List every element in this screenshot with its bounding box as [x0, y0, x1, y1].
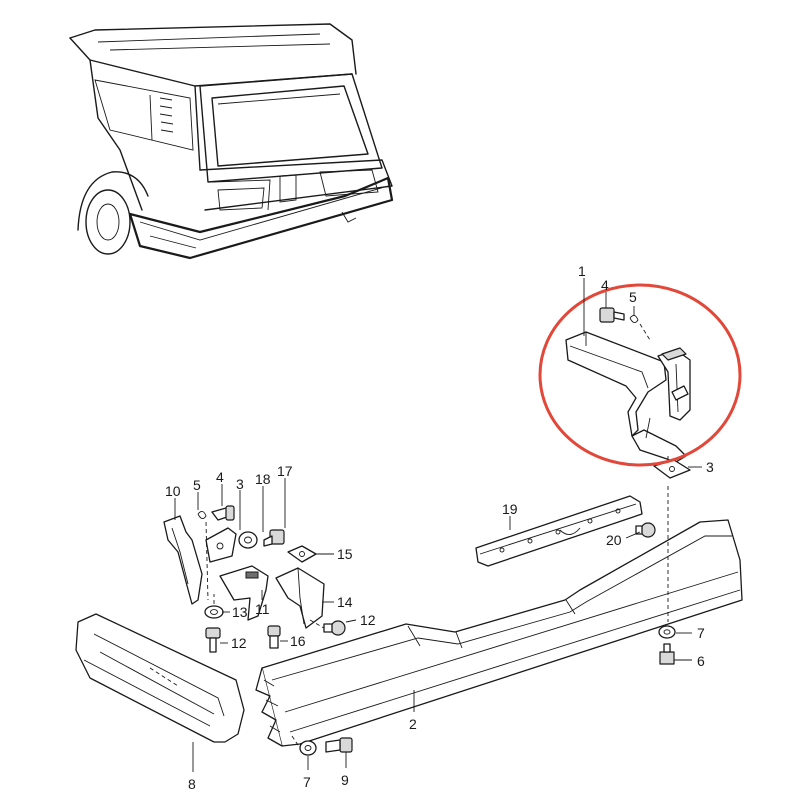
callout-7: 7 [303, 774, 311, 790]
callout-13: 13 [232, 604, 248, 620]
callout-6: 6 [697, 653, 705, 669]
callout-11: 11 [255, 601, 270, 617]
callout-1: 1 [578, 263, 586, 279]
highlighted-bracket-part-1 [565, 307, 691, 479]
left-bracket-assembly [163, 505, 346, 653]
callout-16: 16 [290, 633, 306, 649]
callout-10: 10 [165, 483, 181, 499]
leader-lines [174, 278, 702, 772]
callout-8: 8 [188, 776, 196, 792]
callout-17: 17 [277, 463, 293, 479]
callout-20: 20 [606, 532, 622, 548]
callout-12: 12 [231, 635, 247, 651]
callout-5: 5 [629, 289, 637, 305]
callout-labels: 1 4 5 3 10 5 4 3 18 17 15 19 20 13 11 14… [165, 263, 714, 792]
callout-3: 3 [236, 476, 244, 492]
right-fasteners [658, 486, 676, 665]
callout-9: 9 [341, 772, 349, 788]
callout-5: 5 [193, 477, 201, 493]
bumper-strip-part-19 [475, 495, 656, 567]
callout-2: 2 [409, 716, 417, 732]
callout-19: 19 [502, 501, 518, 517]
callout-15: 15 [337, 546, 353, 562]
callout-14: 14 [337, 594, 353, 610]
van-rear-illustration [69, 23, 394, 260]
rear-bumper-part-2 [255, 519, 743, 747]
callout-7: 7 [697, 625, 705, 641]
highlight-circle [538, 283, 742, 467]
callout-18: 18 [255, 471, 271, 487]
callout-4: 4 [216, 469, 224, 485]
bumper-corner-part-8 [75, 613, 245, 743]
callout-4: 4 [601, 277, 609, 293]
callout-3: 3 [706, 459, 714, 475]
lower-fasteners [291, 735, 353, 756]
callout-12: 12 [360, 612, 376, 628]
